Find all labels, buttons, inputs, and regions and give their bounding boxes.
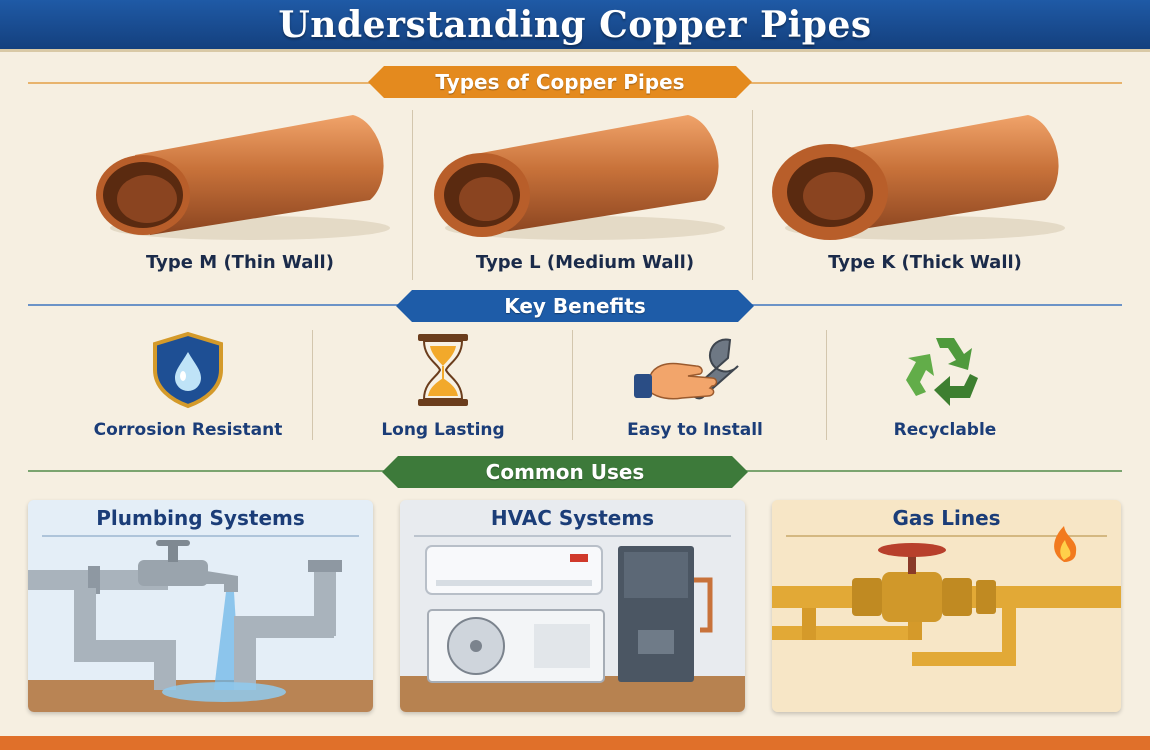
use-title-hvac: HVAC Systems: [490, 506, 655, 530]
benefit-label-easy-install: Easy to Install: [627, 420, 763, 440]
page-title: Understanding Copper Pipes: [278, 3, 872, 46]
copper-pipe-thick-icon: [772, 115, 1065, 240]
benefit-label-recyclable: Recyclable: [893, 420, 997, 440]
pipe-label-type-l: Type L (Medium Wall): [475, 252, 695, 273]
hourglass-icon: [418, 334, 468, 406]
use-title-plumbing: Plumbing Systems: [96, 506, 305, 530]
pipe-card-type-k: Type K (Thick Wall): [760, 100, 1090, 290]
types-section-label: Types of Copper Pipes: [435, 70, 685, 94]
benefit-divider: [312, 330, 313, 440]
benefit-label-long-lasting: Long Lasting: [381, 420, 505, 440]
air-conditioner-illustration: [400, 500, 745, 712]
recycle-icon: [906, 338, 978, 406]
pipe-divider: [412, 110, 413, 280]
pipe-divider: [752, 110, 753, 280]
footer-bar: [0, 736, 1150, 750]
benefit-corrosion: Corrosion Resistant: [58, 330, 318, 445]
uses-section-label: Common Uses: [485, 460, 645, 484]
uses-section-banner: Common Uses: [382, 456, 748, 488]
benefit-label-corrosion: Corrosion Resistant: [93, 420, 283, 440]
faucet-pipes-illustration: [28, 500, 373, 712]
benefits-section-banner: Key Benefits: [396, 290, 754, 322]
benefit-easy-install: Easy to Install: [565, 330, 825, 445]
use-card-gas-lines: Gas Lines: [772, 500, 1121, 712]
benefit-long-lasting: Long Lasting: [313, 330, 573, 445]
use-card-hvac: HVAC Systems: [400, 500, 745, 712]
pipe-card-type-m: Type M (Thin Wall): [75, 100, 405, 290]
use-title-gas-lines: Gas Lines: [892, 506, 1001, 530]
benefit-divider: [572, 330, 573, 440]
pipe-card-type-l: Type L (Medium Wall): [420, 100, 750, 290]
wrench-hand-icon: [634, 333, 749, 400]
benefits-section-label: Key Benefits: [504, 294, 646, 318]
gas-valve-illustration: [772, 500, 1121, 712]
types-section-banner: Types of Copper Pipes: [368, 66, 752, 98]
pipe-label-type-m: Type M (Thin Wall): [146, 252, 334, 273]
use-card-plumbing: Plumbing Systems: [28, 500, 373, 712]
copper-pipe-medium-icon: [434, 115, 725, 240]
pipe-label-type-k: Type K (Thick Wall): [828, 252, 1022, 273]
water-drop-shield-icon: [153, 331, 223, 409]
copper-pipe-thin-icon: [96, 115, 390, 240]
benefit-divider: [826, 330, 827, 440]
title-banner: Understanding Copper Pipes: [0, 0, 1150, 52]
benefit-recyclable: Recyclable: [815, 330, 1075, 445]
